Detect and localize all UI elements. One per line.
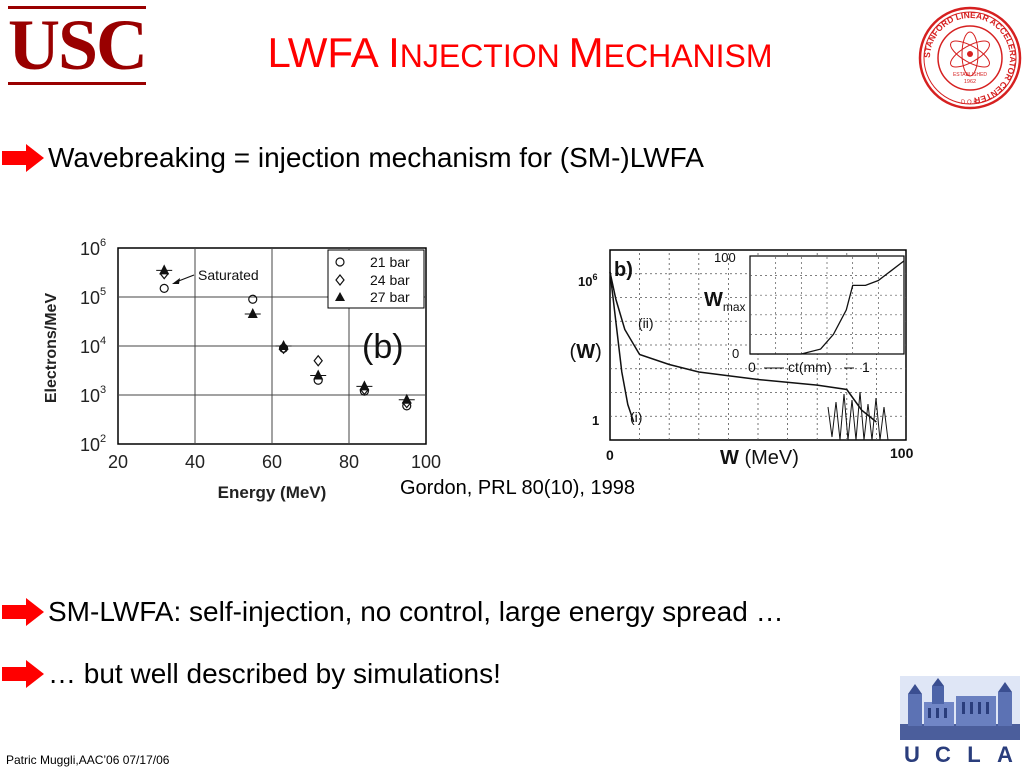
red-arrow-icon: [2, 144, 44, 172]
left-ytick-label: 105: [80, 286, 106, 308]
noise-trace: [827, 391, 889, 441]
svg-text:STANFORD LINEAR ACCELERATOR CE: STANFORD LINEAR ACCELERATOR CENTER: [922, 10, 1018, 106]
left-xtick-label: 100: [411, 452, 441, 472]
inset-ytick-top: 100: [714, 250, 736, 265]
left-panel-label: (b): [362, 328, 404, 366]
seal-doe: D.O.E.: [961, 100, 979, 106]
inset-frame: [749, 255, 905, 355]
usc-logo-text: USC: [7, 5, 148, 85]
title-part-1: LWFA: [267, 29, 389, 76]
slide-footer: Patric Muggli,AAC’06 07/17/06: [6, 753, 170, 767]
left-xtick-label: 80: [339, 452, 359, 472]
bullet-text-1: Wavebreaking = injection mechanism for (…: [48, 142, 704, 173]
right-ytick-top: 106: [578, 272, 597, 289]
figure-electron-spectrum: 102 103 104 105 106 20 40 60 80 100 Electrons/Me…: [43, 237, 441, 502]
left-xtick-label: 20: [108, 452, 128, 472]
right-ytick-bottom: 1: [592, 413, 599, 428]
legend-label-21bar: 21 bar: [370, 254, 410, 270]
left-xtick-label: 60: [262, 452, 282, 472]
seal-ring-text: STANFORD LINEAR ACCELERATOR CENTER: [922, 10, 1018, 106]
left-xtick-label: 40: [185, 452, 205, 472]
left-ytick-label: 104: [80, 335, 106, 357]
red-arrow-icon: [2, 598, 44, 626]
slide-title: LWFA INJECTION MECHANISM: [160, 28, 880, 81]
slac-seal-logo: STANFORD LINEAR ACCELERATOR CENTER ESTAB…: [918, 6, 1022, 110]
ucla-letter: U: [904, 742, 920, 767]
ucla-letter: A: [997, 742, 1013, 767]
red-arrow-icon: [2, 660, 44, 688]
bullet-text-2: SM-LWFA: self-injection, no control, lar…: [48, 596, 784, 627]
right-ylabel: f(W): [570, 341, 602, 363]
ucla-letter: C: [935, 742, 951, 767]
legend-label-24bar: 24 bar: [370, 272, 410, 288]
curve-label-i: (i): [630, 409, 642, 425]
title-part-4: M: [568, 29, 604, 76]
data-point-27bar: [359, 380, 370, 391]
legend-marker-24bar: [335, 274, 345, 286]
title-part-2: I: [388, 29, 400, 76]
figure-citation: Gordon, PRL 80(10), 1998: [400, 477, 635, 499]
left-xlabel: Energy (MeV): [218, 483, 327, 502]
usc-logo-rule-bottom: [8, 82, 146, 85]
inset-xtick-left: 0: [748, 359, 756, 375]
inset-xlabel: ct(mm): [788, 359, 832, 375]
right-xtick-100: 100: [890, 445, 914, 461]
data-point-27bar: [313, 369, 324, 380]
right-xtick-0: 0: [606, 447, 614, 463]
right-panel-label: b): [614, 259, 633, 281]
inset-curve: [750, 260, 905, 355]
title-part-5: ECHANISM: [603, 38, 773, 74]
title-part-3: NJECTION: [399, 38, 569, 74]
annotation-arrow-head: [172, 278, 180, 284]
data-point-27bar: [159, 264, 170, 275]
legend-marker-21bar: [335, 257, 345, 267]
bullet-text-3: … but well described by simulations!: [48, 658, 501, 689]
data-point-24bar: [313, 354, 323, 367]
seal-established: ESTABLISHED: [953, 72, 987, 78]
left-ytick-label: 103: [80, 384, 106, 406]
left-annotation-saturated: Saturated: [198, 267, 259, 283]
inset-ylabel: Wmax: [704, 289, 746, 314]
inset-ytick-bottom: 0: [732, 346, 739, 361]
series-curve-ii: [609, 271, 877, 423]
legend-marker-27bar: [335, 292, 345, 301]
left-ylabel: Electrons/MeV: [43, 293, 60, 404]
data-point-21bar: [159, 283, 169, 293]
figure-simulation-spectrum: b) 106 1 f(W) 0 100 W (MeV) (ii) (i) 100…: [570, 249, 914, 469]
series-curve-i: [609, 271, 635, 423]
data-point-21bar: [248, 294, 258, 304]
legend-label-27bar: 27 bar: [370, 289, 410, 305]
usc-logo-rule-top: [8, 6, 146, 9]
left-ytick-label: 102: [80, 433, 106, 455]
left-legend-box: [327, 249, 425, 309]
inset-grid: [750, 256, 904, 354]
ucla-letter: L: [967, 742, 980, 767]
left-ytick-label: 106: [80, 237, 106, 259]
right-xlabel: W (MeV): [720, 447, 799, 469]
data-point-27bar: [278, 340, 289, 350]
curve-label-ii: (ii): [638, 315, 654, 331]
inset-xtick-right: 1: [862, 359, 870, 375]
data-point-27bar: [401, 393, 412, 404]
seal-year: 1962: [964, 79, 976, 85]
data-point-27bar: [247, 307, 258, 318]
